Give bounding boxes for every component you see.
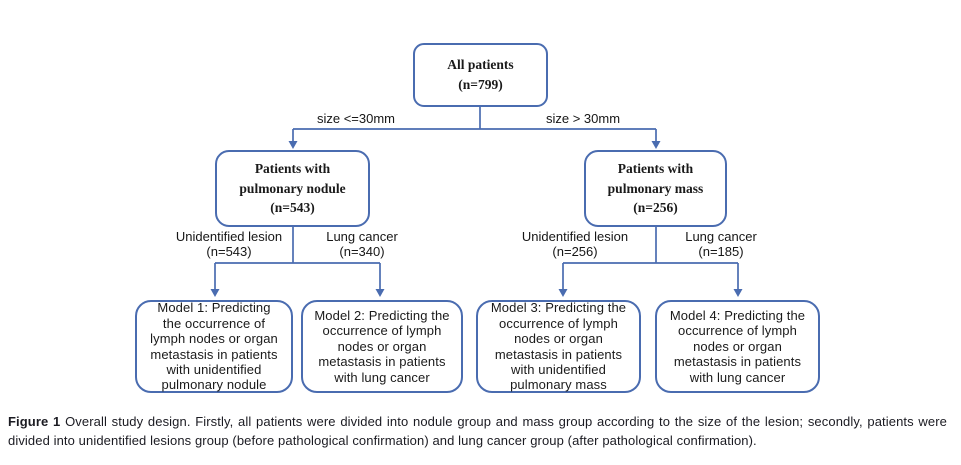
node-all-patients: All patients (n=799) — [413, 43, 548, 107]
node-model-2: Model 2: Predicting the occurrence of ly… — [301, 300, 463, 393]
node-pulmonary-nodule: Patients with pulmonary nodule (n=543) — [215, 150, 370, 227]
edge-label-size-large: size > 30mm — [545, 111, 621, 126]
figure-caption: Figure 1 Overall study design. Firstly, … — [8, 413, 947, 450]
edge-label-lung-cancer-nodule: Lung cancer (n=340) — [326, 229, 398, 259]
edge-label-size-small: size <=30mm — [316, 111, 396, 126]
figure-caption-label: Figure 1 — [8, 414, 61, 429]
connector-lines — [214, 107, 739, 290]
node-model-1: Model 1: Predicting the occurrence of ly… — [135, 300, 293, 393]
edge-label-lung-cancer-mass: Lung cancer (n=185) — [685, 229, 757, 259]
edge-label-unidentified-nodule: Unidentified lesion (n=543) — [175, 229, 283, 259]
figure-caption-text: Overall study design. Firstly, all patie… — [8, 414, 947, 448]
edge-label-unidentified-mass: Unidentified lesion (n=256) — [521, 229, 629, 259]
arrowheads — [210, 141, 743, 297]
node-model-3: Model 3: Predicting the occurrence of ly… — [476, 300, 641, 393]
node-pulmonary-mass: Patients with pulmonary mass (n=256) — [584, 150, 727, 227]
node-model-4: Model 4: Predicting the occurrence of ly… — [655, 300, 820, 393]
